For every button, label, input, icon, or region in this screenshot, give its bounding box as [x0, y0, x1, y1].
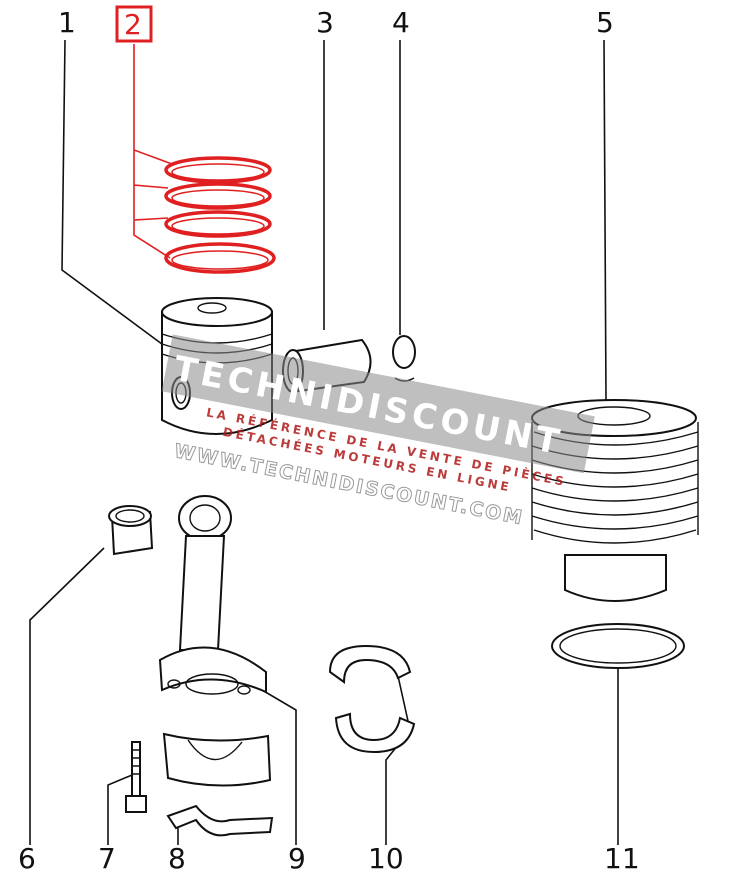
bearing-shells [328, 644, 416, 754]
callout-5: 5 [596, 6, 614, 39]
connecting-rod [158, 495, 267, 695]
callout-3: 3 [316, 6, 334, 39]
leader-line-10 [385, 675, 411, 845]
rod-bolt [125, 741, 147, 813]
watermark-band [161, 334, 595, 474]
leader-line-5 [603, 39, 607, 401]
callout-10: 10 [368, 842, 404, 875]
callout-11: 11 [604, 842, 640, 875]
leader-line-1 [61, 39, 171, 351]
circlip [392, 335, 416, 382]
callout-1: 1 [58, 6, 76, 39]
callout-2: 2 [124, 8, 142, 41]
leader-line-7 [107, 774, 133, 845]
callout-6: 6 [18, 842, 36, 875]
leader-line-9 [261, 689, 297, 845]
callout-7: 7 [98, 842, 116, 875]
leader-line-2 [133, 44, 173, 259]
small-end-bushing [108, 505, 154, 556]
cylinder-gasket [551, 623, 685, 669]
connecting-rod-cap [162, 732, 272, 787]
callout-8: 8 [168, 842, 186, 875]
callout-2-highlight-box [115, 5, 153, 43]
lock-plate [166, 804, 274, 837]
leader-line-6 [29, 547, 105, 845]
callout-4: 4 [392, 6, 410, 39]
piston-rings [164, 156, 276, 274]
cylinder [531, 399, 699, 602]
callout-9: 9 [288, 842, 306, 875]
